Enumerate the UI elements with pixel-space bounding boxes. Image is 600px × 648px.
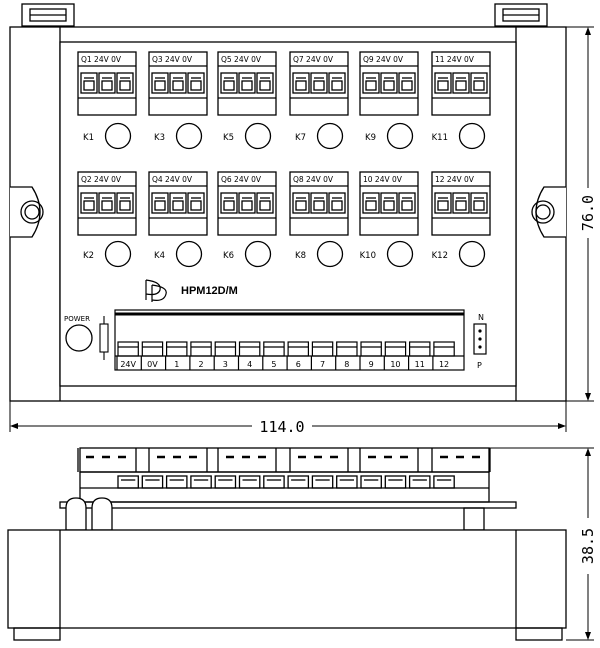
dimension-depth-value: 38.5 (579, 528, 597, 564)
terminal-label: 0V (147, 360, 158, 369)
test-button: K11 (432, 122, 486, 150)
button-label: K10 (360, 251, 376, 261)
test-button: K12 (432, 240, 486, 268)
connector-label: Q8 24V 0V (293, 175, 334, 184)
terminal-label: 4 (247, 360, 252, 369)
terminal-label: 6 (296, 360, 301, 369)
output-connector: Q4 24V 0V (148, 171, 208, 236)
connector-label: 11 24V 0V (435, 55, 475, 64)
button-label: K3 (154, 133, 165, 143)
test-button: K8 (295, 240, 344, 268)
button-label: K5 (223, 133, 234, 143)
terminal-label: 12 (439, 360, 449, 369)
side-view (7, 447, 567, 641)
test-button: K10 (360, 240, 414, 268)
output-connector: Q7 24V 0V (289, 51, 349, 116)
button-label: K12 (432, 251, 448, 261)
terminal-label: 24V (120, 360, 136, 369)
terminal-label: 9 (369, 360, 374, 369)
test-button: K1 (83, 122, 132, 150)
jumper-pin (478, 337, 482, 341)
test-button: K2 (83, 240, 132, 268)
output-connector: Q8 24V 0V (289, 171, 349, 236)
connector-label: Q2 24V 0V (81, 175, 122, 184)
mounting-tab-right (531, 186, 566, 238)
button-label: K6 (223, 251, 234, 261)
connector-label: Q5 24V 0V (221, 55, 262, 64)
test-button: K4 (154, 240, 203, 268)
terminal-label: 2 (199, 360, 204, 369)
din-clip-left (21, 3, 75, 27)
test-button: K9 (365, 122, 414, 150)
button-label: K11 (432, 133, 448, 143)
jumper-label-n: N (478, 313, 484, 322)
output-connector: Q1 24V 0V (77, 51, 137, 116)
connector-label: 12 24V 0V (435, 175, 475, 184)
output-connector: Q6 24V 0V (217, 171, 277, 236)
terminal-label: 10 (390, 360, 400, 369)
model-label: HPM12D/M (181, 285, 238, 297)
dimension-width-value: 114.0 (259, 418, 304, 436)
power-label: POWER (64, 315, 90, 323)
button-label: K9 (365, 133, 376, 143)
dimension-height (548, 26, 594, 402)
terminal-label: 3 (223, 360, 228, 369)
connector-label: Q7 24V 0V (293, 55, 334, 64)
button-label: K8 (295, 251, 306, 261)
connector-label: Q6 24V 0V (221, 175, 262, 184)
test-button: K5 (223, 122, 272, 150)
dimension-width (9, 401, 567, 432)
test-button: K6 (223, 240, 272, 268)
output-connector: 12 24V 0V (431, 171, 491, 236)
test-button: K7 (295, 122, 344, 150)
output-connector: Q9 24V 0V (359, 51, 419, 116)
connector-label: Q4 24V 0V (152, 175, 193, 184)
connector-label: Q9 24V 0V (363, 55, 404, 64)
mounting-tab-left (10, 186, 44, 238)
terminal-label: 1 (174, 360, 179, 369)
jumper-label-p: P (477, 361, 482, 370)
dimension-height-value: 76.0 (579, 195, 597, 231)
output-connector: 10 24V 0V (359, 171, 419, 236)
output-connector: Q5 24V 0V (217, 51, 277, 116)
brand-logo (145, 279, 167, 302)
jumper-pin (478, 329, 482, 333)
test-button: K3 (154, 122, 203, 150)
jumper-pin (478, 345, 482, 349)
output-connector: Q3 24V 0V (148, 51, 208, 116)
dimension-depth (489, 447, 594, 641)
terminal-block (114, 309, 465, 371)
terminal-label: 5 (271, 360, 276, 369)
jumper (473, 323, 487, 355)
terminal-label: 8 (344, 360, 349, 369)
connector-label: Q1 24V 0V (81, 55, 122, 64)
output-connector: 11 24V 0V (431, 51, 491, 116)
connector-label: 10 24V 0V (363, 175, 403, 184)
terminal-label: 11 (415, 360, 425, 369)
din-clip-right (494, 3, 548, 27)
power-led (65, 324, 93, 352)
top-view: Q1 24V 0V Q3 24V 0V Q5 24V 0V Q7 24V 0V Q9 2… (9, 3, 567, 402)
connector-label: Q3 24V 0V (152, 55, 193, 64)
button-label: K4 (154, 251, 165, 261)
output-connector: Q2 24V 0V (77, 171, 137, 236)
button-label: K2 (83, 251, 94, 261)
button-label: K7 (295, 133, 306, 143)
button-label: K1 (83, 133, 94, 143)
terminal-label: 7 (320, 360, 325, 369)
resistor (99, 316, 109, 360)
